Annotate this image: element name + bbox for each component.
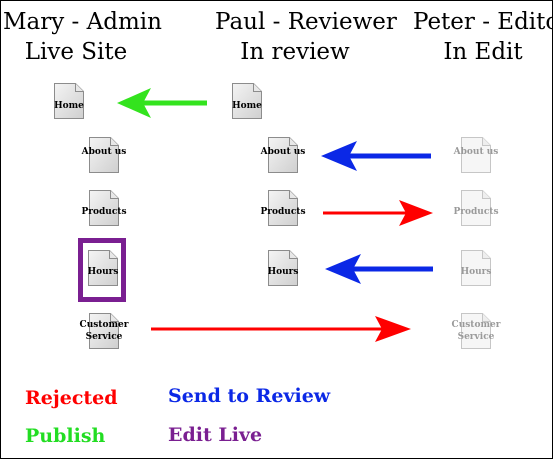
document-icon (88, 250, 118, 286)
column-admin-name: Mary - Admin (3, 9, 162, 35)
page-icon-live-home: Home (54, 83, 84, 119)
publish-arrow (117, 88, 207, 118)
page-label-live-about: About us (81, 147, 127, 157)
column-reviewer-name: Paul - Reviewer (215, 9, 397, 35)
page-icon-edit-products: Products (453, 190, 499, 226)
page-icon-live-customer-service: Customer Service (80, 313, 128, 349)
page-label-review-home: Home (232, 101, 262, 111)
page-icon-edit-customer-service: Customer Service (452, 313, 500, 349)
send-to-review-arrow-about (321, 141, 431, 171)
legend-rejected: Rejected (25, 387, 118, 409)
rejected-arrow-customer-service (151, 316, 411, 342)
page-icon-review-home: Home (232, 83, 262, 119)
page-icon-live-hours: Hours (88, 250, 118, 286)
document-icon (268, 250, 298, 286)
column-reviewer-state: In review (240, 39, 350, 65)
page-label-review-products: Products (260, 207, 306, 217)
document-icon (461, 137, 491, 173)
page-label-live-home: Home (54, 101, 84, 111)
document-icon (89, 190, 119, 226)
page-label-live-hours: Hours (87, 267, 119, 277)
column-editor-state: In Edit (443, 39, 523, 65)
page-icon-edit-hours: Hours (461, 250, 491, 286)
page-label-live-customer-service: Customer Service (79, 320, 129, 342)
document-icon (89, 313, 119, 349)
edit-live-highlight-box (78, 238, 126, 302)
page-icon-review-products: Products (260, 190, 306, 226)
document-icon (268, 137, 298, 173)
document-icon (461, 250, 491, 286)
page-label-edit-hours: Hours (460, 267, 492, 277)
legend-send-to-review: Send to Review (168, 385, 331, 407)
rejected-arrow-products (323, 200, 433, 226)
page-icon-edit-about: About us (454, 137, 498, 173)
page-label-edit-products: Products (453, 207, 499, 217)
document-icon (461, 190, 491, 226)
column-title-editor: Peter - Editor In Edit (413, 7, 553, 67)
page-label-review-hours: Hours (267, 267, 299, 277)
page-icon-live-about: About us (82, 137, 126, 173)
column-title-admin: Mary - Admin Live Site (3, 7, 162, 67)
document-icon (461, 313, 491, 349)
document-icon (232, 83, 262, 119)
page-label-edit-about: About us (453, 147, 499, 157)
send-to-review-arrow-hours (325, 254, 433, 284)
page-label-review-about: About us (260, 147, 306, 157)
legend-publish: Publish (25, 425, 106, 447)
column-editor-name: Peter - Editor (413, 9, 553, 35)
page-label-live-products: Products (81, 207, 127, 217)
legend-edit-live: Edit Live (168, 424, 263, 446)
document-icon (268, 190, 298, 226)
column-title-reviewer: Paul - Reviewer In review (215, 7, 397, 67)
page-label-edit-customer-service: Customer Service (451, 320, 501, 342)
column-admin-state: Live Site (24, 39, 128, 65)
page-icon-live-products: Products (81, 190, 127, 226)
document-icon (89, 137, 119, 173)
page-icon-review-hours: Hours (268, 250, 298, 286)
page-icon-review-about: About us (261, 137, 305, 173)
document-icon (54, 83, 84, 119)
